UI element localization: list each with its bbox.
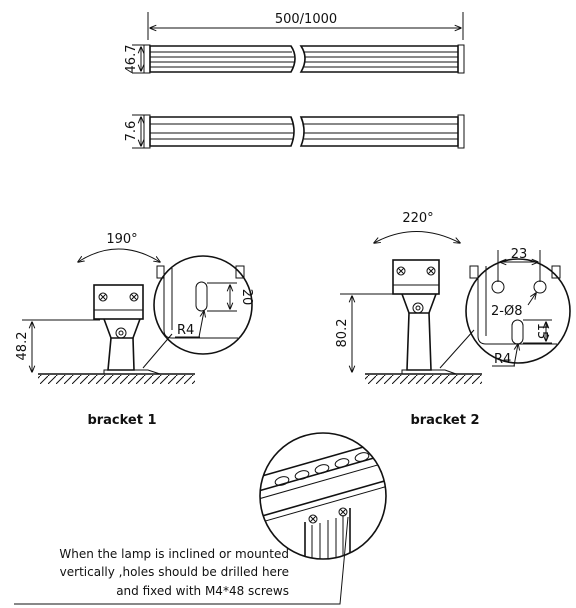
mounting-note-line-2: vertically ,holes should be drilled here xyxy=(60,565,289,579)
bracket-2-slot-label: 15 xyxy=(534,323,549,340)
bracket-1-radius-label: R4 xyxy=(177,323,194,338)
mounting-note-line-1: When the lamp is inclined or mounted xyxy=(59,547,289,561)
bracket-2-radius-label: R4 xyxy=(494,352,511,367)
bracket-2-angle-label: 220° xyxy=(402,211,433,226)
bracket-2-height-label: 80.2 xyxy=(335,319,350,348)
bracket-2-drawing: 220° 80.2 xyxy=(335,211,571,384)
height-dimension-label-a: 46.7 xyxy=(124,45,139,74)
screw-icon xyxy=(308,514,318,524)
bracket-2-rotation-arc xyxy=(374,231,460,244)
height-dimension-label-b: 7.6 xyxy=(124,121,139,142)
mounting-note-line-3: and fixed with M4*48 screws xyxy=(116,584,289,598)
bracket-1-slot xyxy=(195,281,208,312)
mounting-note-leader xyxy=(14,516,349,605)
screw-icon xyxy=(396,266,406,276)
profile-side-view: 7.6 xyxy=(124,114,465,149)
bracket-1-caption: bracket 1 xyxy=(87,413,156,428)
bracket-2-holes-label: 2-Ø8 xyxy=(491,304,522,319)
screw-icon xyxy=(98,292,108,302)
screw-icon xyxy=(426,266,436,276)
bracket-2-hole-right xyxy=(533,280,547,294)
bracket-1-drawing: 190° 48.2 xyxy=(15,232,254,384)
bracket-2-spacing-label: 23 xyxy=(511,247,528,262)
length-dimension-label: 500/1000 xyxy=(275,12,337,27)
bracket-1-angle-label: 190° xyxy=(106,232,137,247)
bracket-1-rotation-arc xyxy=(78,248,160,262)
mounting-detail-circle xyxy=(259,432,387,560)
bracket-2-hole-left xyxy=(491,280,505,294)
screw-icon xyxy=(129,292,139,302)
profile-top-view: 500/1000 46.7 xyxy=(124,12,465,74)
screw-icon xyxy=(338,507,348,517)
mounting-detail-view xyxy=(14,432,387,605)
bracket-2-slot xyxy=(511,319,524,345)
bracket-2-caption: bracket 2 xyxy=(410,413,479,428)
bracket-1-detail-circle xyxy=(153,255,253,355)
bracket-1-height-label: 48.2 xyxy=(15,332,30,361)
bracket-1-slot-label: 20 xyxy=(239,289,254,306)
